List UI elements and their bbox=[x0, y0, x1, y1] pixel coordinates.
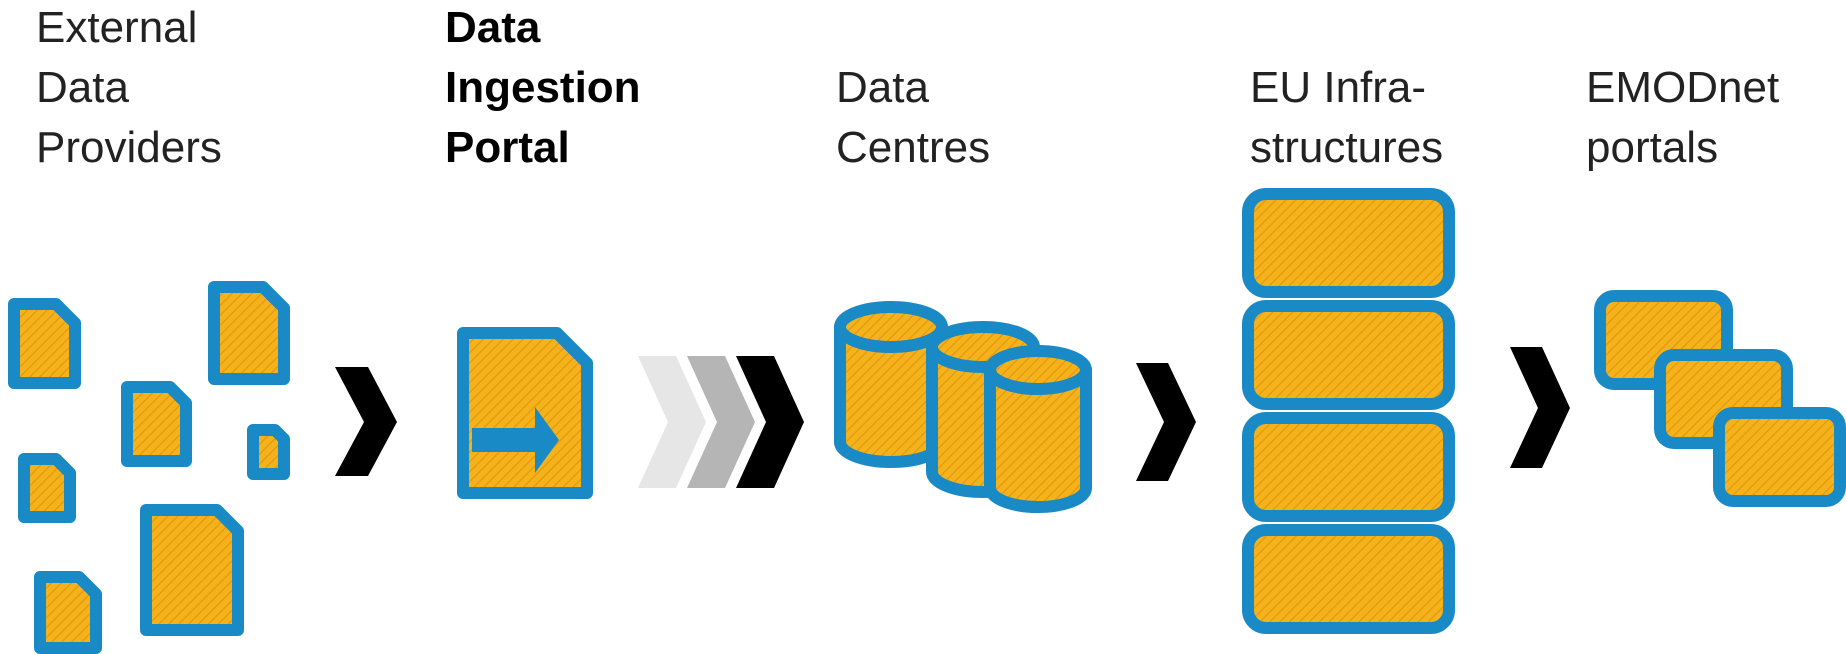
database-top bbox=[834, 301, 948, 353]
portal-window bbox=[1713, 407, 1846, 507]
label-line: Data bbox=[836, 63, 929, 112]
label-line: Data bbox=[36, 63, 129, 112]
document-icon bbox=[208, 281, 290, 385]
chevron-right-icon bbox=[335, 367, 397, 476]
infrastructure-block bbox=[1242, 188, 1455, 298]
document-icon bbox=[121, 381, 192, 467]
document-icon bbox=[8, 298, 81, 389]
document-icon bbox=[18, 453, 76, 523]
document-icon bbox=[247, 424, 290, 480]
label-external-data-providers: External Data Providers bbox=[36, 0, 222, 178]
label-line: Centres bbox=[836, 123, 991, 172]
label-data-centres: Data Centres bbox=[836, 58, 990, 178]
eu-infrastructure-stack-icon bbox=[1242, 188, 1455, 634]
document-icon bbox=[34, 571, 102, 654]
chevron-right-icon bbox=[1136, 363, 1196, 481]
database-top bbox=[984, 345, 1092, 395]
ingestion-portal-icon bbox=[457, 327, 593, 499]
label-line: EU Infra- bbox=[1250, 63, 1427, 112]
infrastructure-block bbox=[1242, 300, 1455, 410]
chevron-right-icon bbox=[1510, 347, 1570, 468]
arrow-right-icon bbox=[472, 407, 559, 473]
chevron-right-icon bbox=[638, 356, 706, 488]
infrastructure-block bbox=[1242, 412, 1455, 522]
database-body bbox=[984, 364, 1092, 513]
external-documents-icon bbox=[8, 281, 290, 654]
portal-windows-icon bbox=[1594, 290, 1846, 507]
label-line: External bbox=[36, 3, 198, 52]
label-line: Providers bbox=[36, 123, 222, 172]
chevron-right-icon bbox=[687, 356, 755, 488]
label-line: Data bbox=[445, 3, 541, 52]
label-eu-infrastructures: EU Infra- structures bbox=[1250, 58, 1443, 178]
label-line: structures bbox=[1250, 123, 1444, 172]
label-emodnet-portals: EMODnet portals bbox=[1586, 58, 1779, 178]
database-icon bbox=[984, 345, 1092, 513]
label-data-ingestion-portal: Data Ingestion Portal bbox=[445, 0, 641, 178]
label-line: Portal bbox=[445, 123, 570, 172]
portal-document-icon bbox=[457, 327, 593, 499]
infrastructure-block bbox=[1242, 524, 1455, 634]
chevron-right-icon bbox=[736, 356, 804, 488]
document-icon bbox=[140, 504, 244, 636]
label-line: EMODnet bbox=[1586, 63, 1780, 112]
label-line: portals bbox=[1586, 123, 1719, 172]
label-line: Ingestion bbox=[445, 63, 641, 112]
database-cylinders-icon bbox=[834, 301, 1092, 513]
